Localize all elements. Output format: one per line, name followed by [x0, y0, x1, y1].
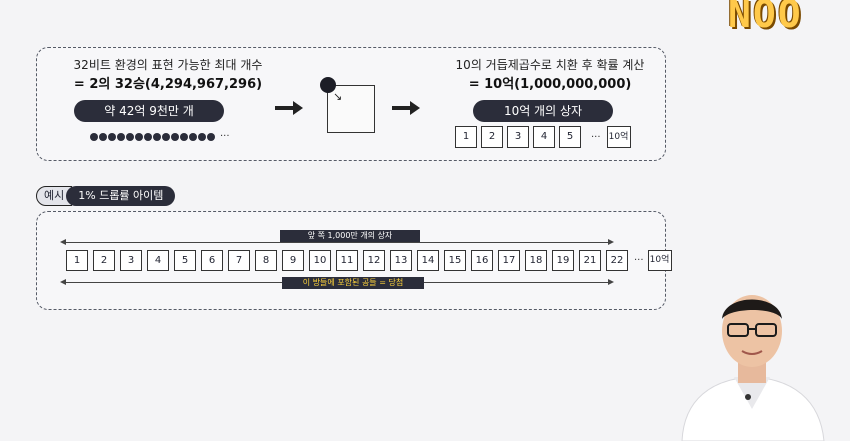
- box-item: 17: [498, 250, 520, 271]
- box-item: 22: [606, 250, 628, 271]
- box-item: 11: [336, 250, 358, 271]
- dot: [144, 132, 152, 141]
- box-item: 3: [507, 126, 529, 148]
- box-item: 21: [579, 250, 601, 271]
- box-item: 16: [471, 250, 493, 271]
- top-left-pill: 약 42억 9천만 개: [74, 100, 224, 122]
- top-span-line: [64, 242, 610, 243]
- dot: [135, 132, 143, 141]
- dot: [207, 132, 215, 141]
- presenter-image: [681, 295, 825, 441]
- example-boxes: 1 2 3 4 5 6 7 8 9 10 11 12 13 14 15 16 1…: [66, 250, 677, 271]
- example-title: 1% 드롭률 아이템: [66, 186, 176, 206]
- dots-ellipsis: ···: [220, 131, 230, 142]
- dot: [198, 132, 206, 141]
- top-left-line1: 32비트 환경의 표현 가능한 최대 개수: [73, 58, 263, 72]
- box-item: 1: [455, 126, 477, 148]
- dot: [99, 132, 107, 141]
- top-span-label: 앞 쪽 1,000만 개의 상자: [280, 230, 420, 242]
- example-tag: 예시 1% 드롭률 아이템: [36, 186, 176, 206]
- box-item: 7: [228, 250, 250, 271]
- box-item: 10: [309, 250, 331, 271]
- span-left-arrowhead-icon: [60, 239, 66, 245]
- dot: [108, 132, 116, 141]
- channel-logo: NOO: [728, 0, 803, 34]
- dot: [171, 132, 179, 141]
- box-item: 4: [533, 126, 555, 148]
- box-item: 9: [282, 250, 304, 271]
- dot: [126, 132, 134, 141]
- box-item: 12: [363, 250, 385, 271]
- dots-row: ···: [90, 131, 230, 142]
- dot: [162, 132, 170, 141]
- box-item: 2: [93, 250, 115, 271]
- top-right-line2: = 10억(1,000,000,000): [468, 77, 632, 92]
- box-item: 6: [201, 250, 223, 271]
- box-item: 15: [444, 250, 466, 271]
- dot: [117, 132, 125, 141]
- span-right-arrowhead-icon: [608, 239, 614, 245]
- box-item: 13: [390, 250, 412, 271]
- box-item: 2: [481, 126, 503, 148]
- box-item: 18: [525, 250, 547, 271]
- box-last: 10억: [647, 250, 672, 271]
- box-item: 5: [174, 250, 196, 271]
- down-right-arrow-icon: ↘: [333, 90, 343, 103]
- single-box: [327, 85, 375, 133]
- top-right-pill: 10억 개의 상자: [473, 100, 613, 122]
- right-arrow-icon: [392, 101, 420, 115]
- boxes-ellipsis: ···: [634, 255, 644, 266]
- boxes-ellipsis: ···: [591, 131, 601, 143]
- span-left-arrowhead-icon: [60, 279, 66, 285]
- top-right-boxes: 1 2 3 4 5 ··· 10억: [455, 126, 635, 148]
- dot: [90, 132, 98, 141]
- right-arrow-icon: [275, 101, 303, 115]
- ball-icon: [320, 77, 336, 93]
- box-item: 14: [417, 250, 439, 271]
- box-item: 19: [552, 250, 574, 271]
- top-right-line1: 10의 거듭제곱수로 치환 후 확률 계산: [455, 58, 645, 72]
- dot: [153, 132, 161, 141]
- box-last: 10억: [606, 126, 631, 148]
- bottom-span-label: 이 방들에 포함된 공들 = 당첨: [282, 277, 424, 289]
- box-item: 3: [120, 250, 142, 271]
- box-item: 4: [147, 250, 169, 271]
- dot: [180, 132, 188, 141]
- span-right-arrowhead-icon: [608, 279, 614, 285]
- box-item: 5: [559, 126, 581, 148]
- dot: [189, 132, 197, 141]
- box-item: 8: [255, 250, 277, 271]
- box-item: 1: [66, 250, 88, 271]
- top-left-line2: = 2의 32승(4,294,967,296): [73, 77, 263, 92]
